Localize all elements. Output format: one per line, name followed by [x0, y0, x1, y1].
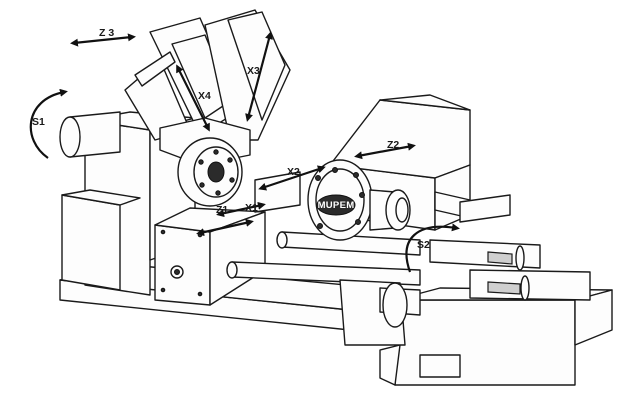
label-x4: X4: [198, 90, 211, 102]
arrow-s2: [405, 223, 460, 273]
label-x3: X3: [247, 65, 260, 77]
motion-arrows: [29, 31, 460, 273]
arrow-x2: [258, 165, 326, 191]
spindle-s1: [59, 111, 121, 158]
arrow-s1: [29, 88, 68, 159]
label-z2: Z2: [387, 139, 399, 151]
arrow-x4: [176, 64, 210, 132]
label-s1: S1: [32, 116, 45, 128]
arrow-z1: [196, 218, 254, 237]
label-s2: S2: [417, 239, 430, 251]
axis-labels: Z 3 X4 X3 S1 Z2 X2 Z1 X1 S2: [32, 27, 430, 251]
guide-rods: [226, 231, 421, 346]
label-x2: X2: [287, 166, 300, 178]
arrow-x1: [216, 201, 266, 218]
label-x1: X1: [245, 202, 258, 214]
label-z3: Z 3: [99, 27, 114, 39]
arrow-x3: [245, 31, 273, 122]
brand-label: MUPEM: [318, 200, 355, 211]
tail-tools: [429, 239, 591, 301]
arrow-z3: [70, 33, 136, 47]
label-z1: Z1: [216, 204, 228, 216]
arrow-z2: [354, 142, 416, 160]
